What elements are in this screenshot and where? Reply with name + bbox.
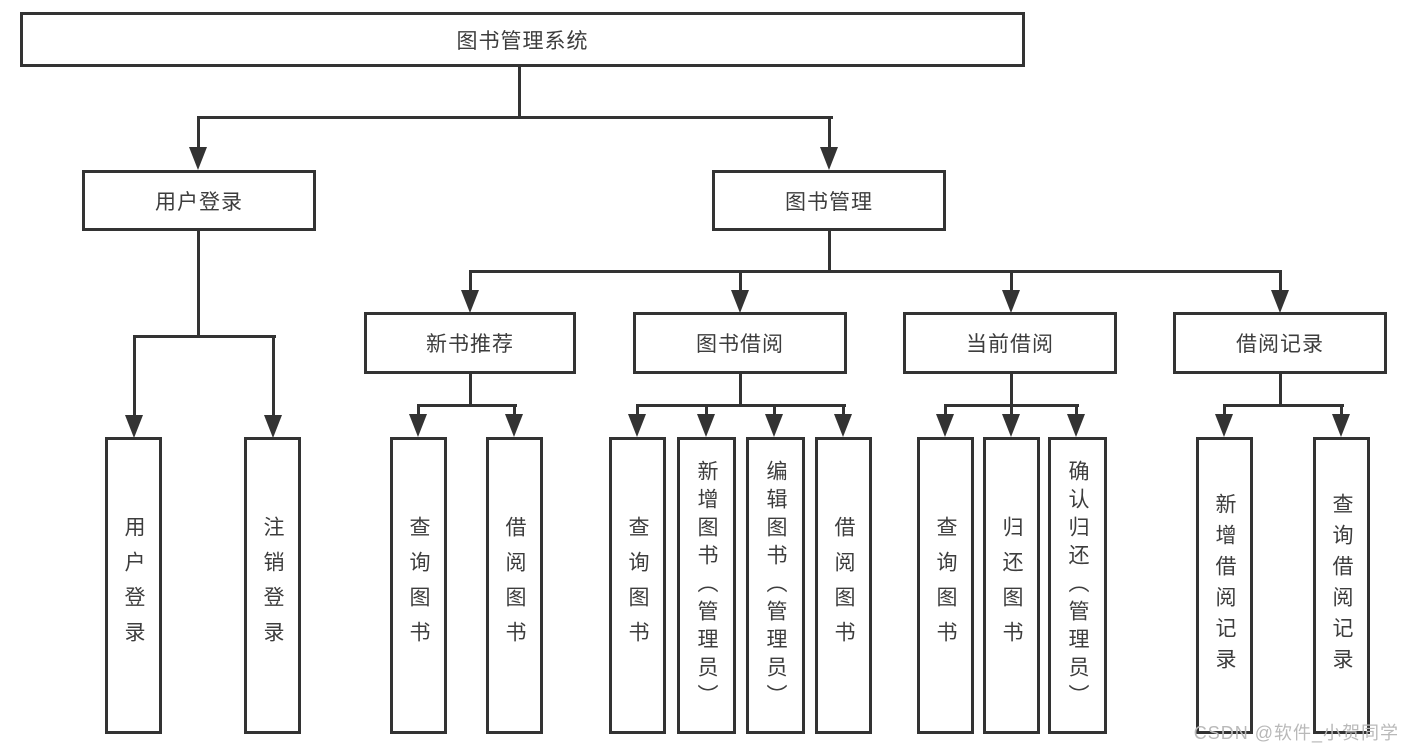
connector-user-branch-drop — [197, 230, 200, 337]
node-new-book-recommend: 新书推荐 — [364, 312, 576, 374]
leaf-label: 查询图书 — [934, 515, 957, 656]
leaf-label: 编辑图书（管理员） — [764, 459, 787, 712]
connector-leaf-shaft — [1075, 404, 1078, 416]
node-label: 图书管理系统 — [456, 29, 589, 53]
node-user-login: 用户登录 — [82, 170, 316, 231]
leaf-edit-book-admin: 编辑图书（管理员） — [746, 437, 805, 734]
connector-root-hbar — [197, 116, 833, 119]
leaf-query-book: 查询图书 — [390, 437, 447, 734]
node-label: 新书推荐 — [426, 333, 514, 356]
connector-group-drop — [739, 373, 742, 406]
connector-l3-shaft — [739, 270, 742, 292]
arrow-down-leaf — [628, 414, 646, 437]
leaf-label: 查询图书 — [626, 515, 649, 656]
leaf-label: 查询借阅记录 — [1330, 492, 1353, 679]
arrow-down-leaf — [264, 415, 282, 438]
connector-root-drop — [518, 66, 521, 118]
leaf-label: 新增借阅记录 — [1213, 492, 1236, 679]
arrow-down-leaf — [834, 414, 852, 437]
arrow-down-leaf — [409, 414, 427, 437]
leaf-query-book: 查询图书 — [609, 437, 666, 734]
leaf-query-book: 查询图书 — [917, 437, 974, 734]
node-label: 图书借阅 — [696, 333, 784, 356]
connector-book-mgmt-shaft — [828, 116, 831, 148]
leaf-logout: 注销登录 — [244, 437, 301, 734]
leaf-label: 注销登录 — [261, 515, 284, 656]
leaf-label: 确认归还（管理员） — [1066, 459, 1089, 712]
connector-l3-shaft — [1010, 270, 1013, 292]
leaf-label: 归还图书 — [1000, 515, 1023, 656]
connector-leaf-shaft — [417, 404, 420, 416]
leaf-label: 借阅图书 — [832, 515, 855, 656]
arrow-down-leaf — [936, 414, 954, 437]
node-library-system: 图书管理系统 — [20, 12, 1025, 67]
arrow-down-book-borrow — [731, 290, 749, 313]
connector-group-drop — [1279, 373, 1282, 406]
connector-user-branch-hbar — [133, 335, 276, 338]
arrow-down-leaf — [1002, 414, 1020, 437]
leaf-label: 用户登录 — [122, 515, 145, 656]
connector-leaf-shaft — [1340, 404, 1343, 416]
node-current-borrow: 当前借阅 — [903, 312, 1117, 374]
arrow-down-leaf — [125, 415, 143, 438]
leaf-label: 借阅图书 — [503, 515, 526, 656]
leaf-user-login: 用户登录 — [105, 437, 162, 734]
connector-group-hbar — [417, 404, 517, 407]
leaf-return-book: 归还图书 — [983, 437, 1040, 734]
arrow-down-leaf — [697, 414, 715, 437]
connector-leaf-shaft — [513, 404, 516, 416]
connector-l3-shaft — [1279, 270, 1282, 292]
node-label: 用户登录 — [155, 190, 243, 214]
leaf-add-borrow-record: 新增借阅记录 — [1196, 437, 1253, 734]
connector-leaf-shaft — [773, 404, 776, 416]
node-book-borrow: 图书借阅 — [633, 312, 847, 374]
node-label: 借阅记录 — [1236, 333, 1324, 356]
arrow-down-user-login — [189, 147, 207, 170]
arrow-down-leaf — [1215, 414, 1233, 437]
node-label: 图书管理 — [785, 190, 873, 214]
leaf-add-book-admin: 新增图书（管理员） — [677, 437, 736, 734]
connector-leaf-shaft — [272, 335, 275, 416]
node-label: 当前借阅 — [966, 333, 1054, 356]
arrow-down-borrow-record — [1271, 290, 1289, 313]
connector-leaf-shaft — [133, 335, 136, 416]
leaf-confirm-return-admin: 确认归还（管理员） — [1048, 437, 1107, 734]
leaf-borrow-book: 借阅图书 — [815, 437, 872, 734]
connector-group-hbar — [1223, 404, 1344, 407]
leaf-borrow-book: 借阅图书 — [486, 437, 543, 734]
connector-leaf-shaft — [705, 404, 708, 416]
connector-leaf-shaft — [636, 404, 639, 416]
arrow-down-book-mgmt — [820, 147, 838, 170]
csdn-watermark: CSDN @软件_小贺同学 — [1193, 723, 1399, 743]
arrow-down-leaf — [505, 414, 523, 437]
connector-group-drop — [469, 373, 472, 406]
leaf-query-borrow-record: 查询借阅记录 — [1313, 437, 1370, 734]
node-borrow-record: 借阅记录 — [1173, 312, 1387, 374]
connector-group-drop — [1010, 373, 1013, 406]
node-book-management: 图书管理 — [712, 170, 946, 231]
arrow-down-leaf — [1067, 414, 1085, 437]
arrow-down-leaf — [1332, 414, 1350, 437]
connector-leaf-shaft — [944, 404, 947, 416]
leaf-label: 新增图书（管理员） — [695, 459, 718, 712]
connector-bookmgmt-hbar — [469, 270, 1282, 273]
connector-bookmgmt-drop — [828, 230, 831, 272]
connector-leaf-shaft — [1010, 404, 1013, 416]
connector-l3-shaft — [469, 270, 472, 292]
arrow-down-leaf — [765, 414, 783, 437]
connector-leaf-shaft — [1223, 404, 1226, 416]
arrow-down-new-book — [461, 290, 479, 313]
connector-user-login-shaft — [197, 116, 200, 148]
leaf-label: 查询图书 — [407, 515, 430, 656]
connector-leaf-shaft — [842, 404, 845, 416]
arrow-down-current-borrow — [1002, 290, 1020, 313]
connector-group-hbar — [636, 404, 846, 407]
